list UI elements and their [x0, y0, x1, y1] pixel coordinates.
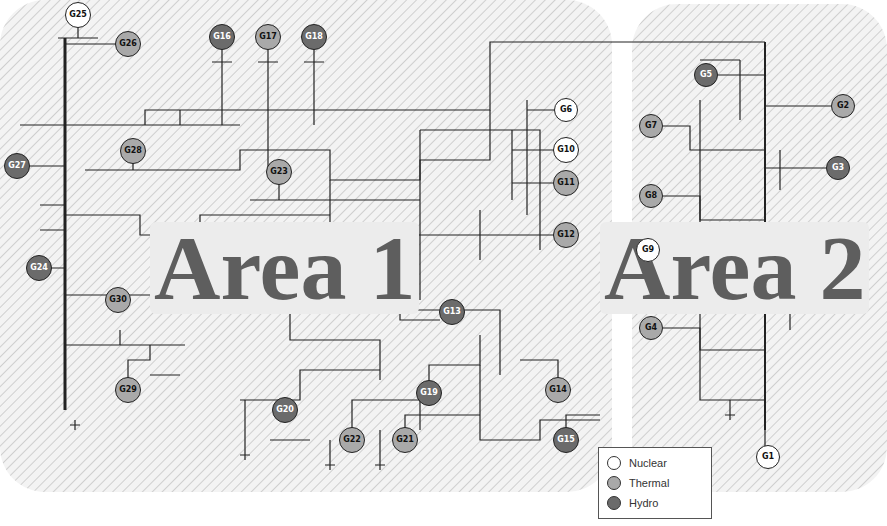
generator-label: G13 — [443, 308, 461, 316]
generator-circle: G6 — [554, 98, 578, 122]
generator-circle: G24 — [26, 255, 52, 281]
area-region: Area 2 G5G2G7G3G8G9G4G1 — [598, 0, 887, 490]
generator-label: G30 — [109, 296, 127, 304]
generator-label: G23 — [270, 168, 288, 176]
legend-swatch — [607, 496, 621, 510]
generator-circle: G18 — [301, 24, 327, 50]
generator-circle: G25 — [65, 2, 91, 28]
legend-row: Nuclear — [607, 453, 703, 473]
generator-label: G15 — [557, 436, 575, 444]
legend-row: Thermal — [607, 473, 703, 493]
generator-circle: G3 — [826, 156, 850, 180]
generator-label: G6 — [560, 106, 572, 114]
generator-circle: G21 — [392, 427, 418, 453]
generator-label: G19 — [420, 389, 438, 397]
generator-label: G7 — [645, 122, 657, 130]
generator-label: G2 — [837, 102, 849, 110]
generator-circle: G2 — [831, 94, 855, 118]
generator-circle: G12 — [553, 222, 579, 248]
generator-label: G26 — [119, 40, 137, 48]
generator-label: G5 — [700, 71, 712, 79]
generator-label: G3 — [832, 164, 844, 172]
generator-label: G11 — [557, 179, 575, 187]
generator-circle: G19 — [416, 380, 442, 406]
generator-label: G8 — [645, 192, 657, 200]
generator-circle: G28 — [120, 138, 146, 164]
area-region — [0, 0, 612, 492]
legend-row: Hydro — [607, 493, 703, 513]
generator-label: G10 — [557, 146, 575, 154]
generator-label: G20 — [276, 406, 294, 414]
generator-label: G18 — [305, 33, 323, 41]
generator-label: G17 — [259, 33, 277, 41]
generator-label: G29 — [119, 386, 137, 394]
generator-circle: G29 — [115, 377, 141, 403]
generator-circle: G16 — [209, 24, 235, 50]
generator-circle: G20 — [272, 397, 298, 423]
generator-label: G22 — [343, 436, 361, 444]
generator-circle: G22 — [339, 427, 365, 453]
generator-circle: G1 — [756, 445, 780, 469]
generator-circle: G9 — [636, 238, 660, 262]
generator-circle: G5 — [694, 63, 718, 87]
generator-circle: G13 — [439, 299, 465, 325]
legend-swatch — [607, 456, 621, 470]
generator-circle: G14 — [545, 377, 571, 403]
generator-label: G24 — [30, 264, 48, 272]
legend-label: Nuclear — [629, 457, 667, 469]
generator-circle: G11 — [553, 170, 579, 196]
generator-circle: G23 — [266, 159, 292, 185]
area-label: Area 2 — [600, 222, 869, 314]
legend-label: Thermal — [629, 477, 669, 489]
generator-label: G9 — [642, 246, 654, 254]
generator-circle: G10 — [553, 137, 579, 163]
area-region: Area 1 G25G16 G17 G18G26G6G28 G10G27G23G11G1… — [0, 0, 610, 490]
generator-label: G4 — [645, 324, 657, 332]
generator-label: G1 — [762, 453, 774, 461]
generator-label: G27 — [8, 162, 26, 170]
generator-label: G21 — [396, 436, 414, 444]
generator-circle: G7 — [639, 114, 663, 138]
generator-circle: G8 — [639, 184, 663, 208]
area-label: Area 1 — [150, 222, 419, 314]
generator-label: G14 — [549, 386, 567, 394]
legend-label: Hydro — [629, 497, 658, 509]
generator-circle: G30 — [105, 287, 131, 313]
legend-swatch — [607, 476, 621, 490]
legend-box: NuclearThermalHydro — [598, 447, 712, 519]
generator-circle: G17 — [255, 24, 281, 50]
generator-circle: G4 — [639, 316, 663, 340]
generator-circle: G26 — [115, 31, 141, 57]
generator-label: G25 — [69, 11, 87, 19]
generator-circle: G15 — [553, 427, 579, 453]
generator-circle: G27 — [4, 153, 30, 179]
generator-label: G12 — [557, 231, 575, 239]
generator-label: G16 — [213, 33, 231, 41]
generator-label: G28 — [124, 147, 142, 155]
